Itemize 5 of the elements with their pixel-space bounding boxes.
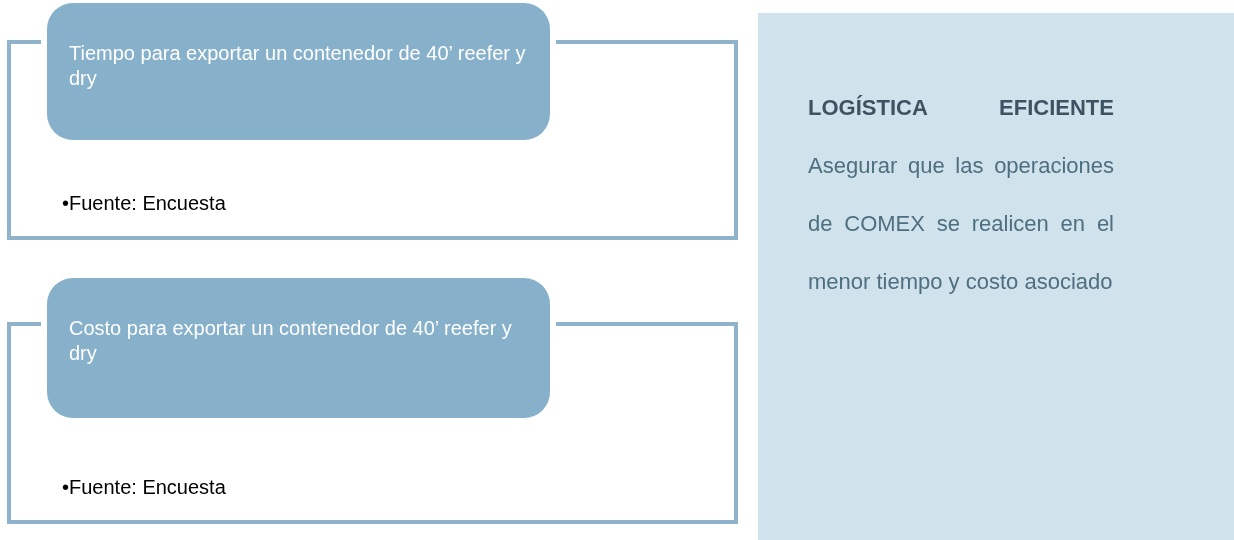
source-note: •Fuente: Encuesta [62,476,226,499]
source-note: •Fuente: Encuesta [62,192,226,215]
panel-heading: LOGÍSTICA EFICIENTE [808,94,1114,122]
panel-body-text: Asegurar que las operaciones de COMEX se realicen en el menor tiempo y costo asociado [808,152,1114,296]
text-panel [758,13,1234,540]
